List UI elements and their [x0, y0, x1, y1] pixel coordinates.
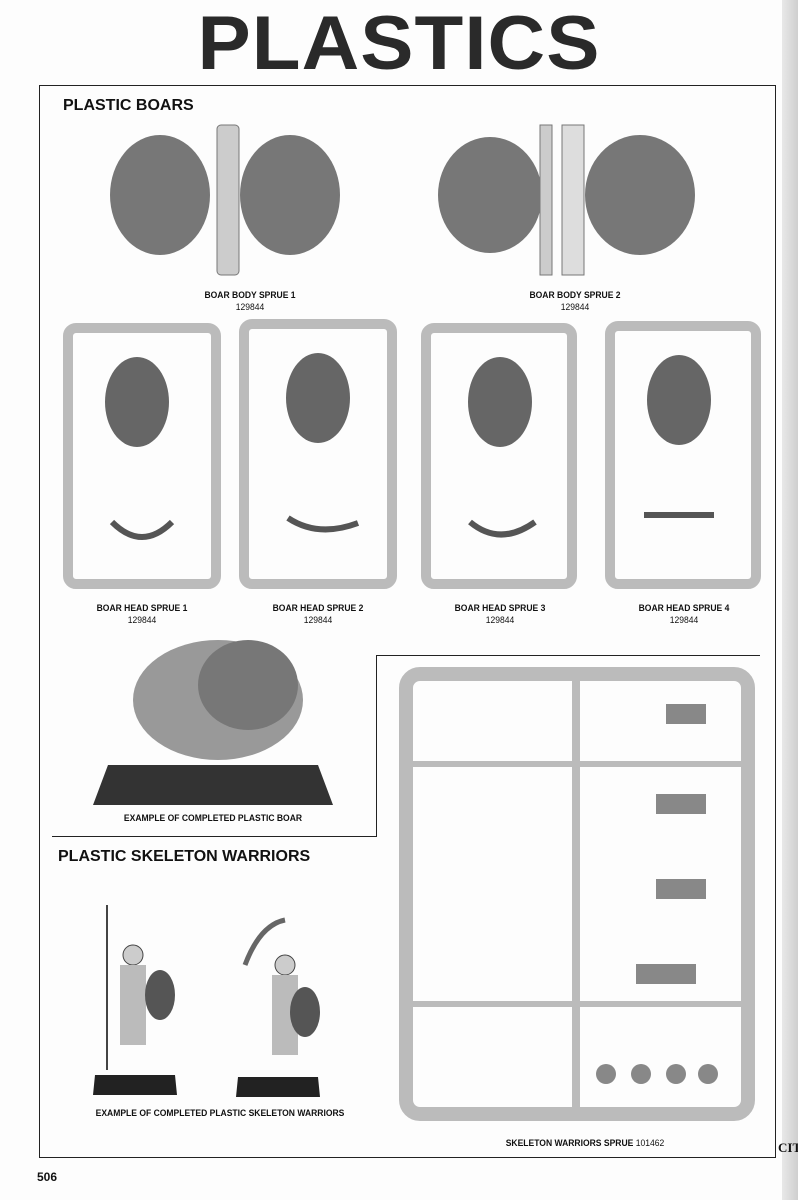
- skeletons-heading: PLASTIC SKELETON WARRIORS: [58, 848, 311, 865]
- edge-logo: CIT: [778, 1140, 798, 1155]
- page-number: 506: [37, 1170, 58, 1184]
- completed-skeletons-caption: EXAMPLE OF COMPLETED PLASTIC SKELETON WA…: [95, 1108, 345, 1119]
- page-title: PLASTICS: [197, 1, 601, 86]
- divider: [52, 836, 377, 837]
- boars-heading: PLASTIC BOARS: [63, 97, 194, 114]
- skeleton-sprue-caption: SKELETON WARRIORS SPRUE 101462: [505, 1138, 665, 1149]
- completed-boar-image: [93, 640, 333, 805]
- content-frame: [39, 85, 776, 1158]
- boar-body-sprue-2-image: [438, 124, 695, 276]
- completed-boar-caption: EXAMPLE OF COMPLETED PLASTIC BOAR: [123, 813, 303, 824]
- page-edge: [782, 0, 798, 1200]
- divider: [376, 655, 760, 656]
- boar-head-sprue-3-image: [421, 323, 577, 589]
- boar-head-sprue-1-image: [63, 323, 221, 589]
- divider: [376, 655, 377, 836]
- skeleton-warriors-sprue-image: [399, 667, 755, 1121]
- completed-skeleton-spear-image: [93, 905, 177, 1095]
- boar-head-sprue-2-image: [239, 319, 397, 589]
- boar-body-sprue-1-image: [110, 124, 340, 276]
- boar-head-sprue-4-image: [605, 321, 761, 589]
- completed-skeleton-sword-image: [236, 917, 320, 1097]
